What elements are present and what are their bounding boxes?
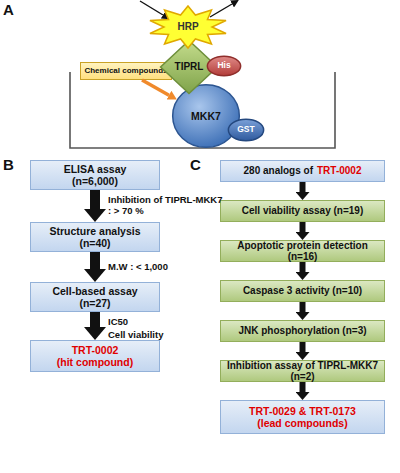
text-holder: Chemical compounds [81, 63, 171, 79]
compound-box: Chemical compounds [80, 62, 172, 80]
node-text: Cell viability assay (n=19) [242, 205, 363, 217]
text-holder: JNK phosphorylation (n=3) [221, 321, 384, 341]
text-holder: MKK7 [172, 84, 240, 148]
node-text: TIPRL [175, 61, 204, 73]
process-box: Cell-based assay(n=27) [30, 282, 160, 312]
node-text: Cell-based assay [52, 285, 137, 297]
flow-arrow [300, 182, 306, 192]
oval-shape [173, 85, 240, 148]
text-holder: Inhibition assay of TIPRL-MKK7 (n=2) [221, 361, 384, 381]
process-box: Cell viability assay (n=19) [220, 200, 385, 222]
flow-arrow [300, 302, 306, 312]
tag-oval: GST [228, 119, 264, 141]
process-box: ELISA assay(n=6,000) [30, 160, 160, 190]
enzyme-star: HRP [148, 6, 228, 48]
panel-letter: B [3, 156, 14, 174]
arrow-note: IC50 [108, 316, 168, 327]
result-box: TRT-0002(hit compound) [30, 340, 160, 372]
process-box: Structure analysis(n=40) [30, 222, 160, 252]
process-box: 280 analogs of TRT-0002 [220, 160, 385, 182]
node-text: Apoptotic protein detection (n=16) [221, 240, 384, 263]
node-text: (lead compounds) [257, 417, 347, 429]
text-holder: GST [228, 119, 264, 141]
signal-arrow [210, 4, 232, 17]
arrow-note: Cell viability [108, 329, 163, 340]
process-box: Inhibition assay of TIPRL-MKK7 (n=2) [220, 360, 385, 382]
text-holder: HRP [148, 6, 228, 48]
text-holder: Apoptotic protein detection (n=16) [221, 241, 384, 261]
node-text: (n=27) [79, 297, 110, 309]
process-box: JNK phosphorylation (n=3) [220, 320, 385, 342]
text-holder: His [207, 56, 241, 76]
text-holder: ELISA assay(n=6,000) [31, 161, 159, 189]
node-text: TRT-0002 [72, 344, 119, 356]
substrate-arrow [140, 1, 163, 15]
arrow-note: M.W : < 1,000 [108, 261, 208, 272]
node-text: Inhibition assay of TIPRL-MKK7 (n=2) [221, 360, 384, 383]
node-text: JNK phosphorylation (n=3) [238, 325, 366, 337]
node-text: His [217, 61, 230, 71]
result-box: TRT-0029 & TRT-0173(lead compounds) [220, 400, 385, 434]
flow-arrow [300, 262, 306, 272]
oval-shape [207, 56, 240, 76]
panel-letter: C [190, 156, 201, 174]
text-holder: Structure analysis(n=40) [31, 223, 159, 251]
text-holder: Cell viability assay (n=19) [221, 201, 384, 221]
text-holder: Caspase 3 activity (n=10) [221, 281, 384, 301]
flow-arrow [90, 312, 100, 327]
node-text: TRT-0002 [317, 165, 361, 177]
flow-arrow [90, 190, 100, 209]
star-shape [150, 6, 226, 48]
node-text: HRP [177, 21, 198, 33]
flow-arrow [300, 222, 306, 232]
node-text: (n=40) [79, 237, 110, 249]
text-holder: TRT-0029 & TRT-0173(lead compounds) [221, 401, 384, 433]
text-holder: TRT-0002(hit compound) [31, 341, 159, 371]
oval-shape [228, 119, 263, 141]
flow-arrow [90, 252, 100, 269]
flow-arrow [300, 342, 306, 352]
node-text: MKK7 [191, 110, 221, 122]
node-text: (hit compound) [57, 356, 133, 368]
panel-letter: A [3, 1, 14, 19]
process-box: Apoptotic protein detection (n=16) [220, 240, 385, 262]
microplate-well [70, 72, 335, 148]
node-text: GST [237, 125, 254, 135]
flow-arrow [142, 80, 169, 95]
node-text: Chemical compounds [84, 66, 167, 75]
protein-circle: MKK7 [172, 84, 240, 148]
process-box: Caspase 3 activity (n=10) [220, 280, 385, 302]
flow-arrow [300, 382, 306, 392]
node-text: 280 analogs of [244, 165, 313, 177]
node-text: Caspase 3 activity (n=10) [243, 285, 362, 297]
text-holder: Cell-based assay(n=27) [31, 283, 159, 311]
node-text: Structure analysis [49, 225, 140, 237]
node-text: ELISA assay [64, 163, 127, 175]
node-text: (n=6,000) [72, 175, 118, 187]
tag-oval: His [207, 56, 241, 76]
node-text: TRT-0029 & TRT-0173 [249, 405, 356, 417]
text-holder: 280 analogs of TRT-0002 [221, 161, 384, 181]
arrow-note: Inhibition of TIPRL-MKK7 : > 70 % [108, 194, 224, 217]
